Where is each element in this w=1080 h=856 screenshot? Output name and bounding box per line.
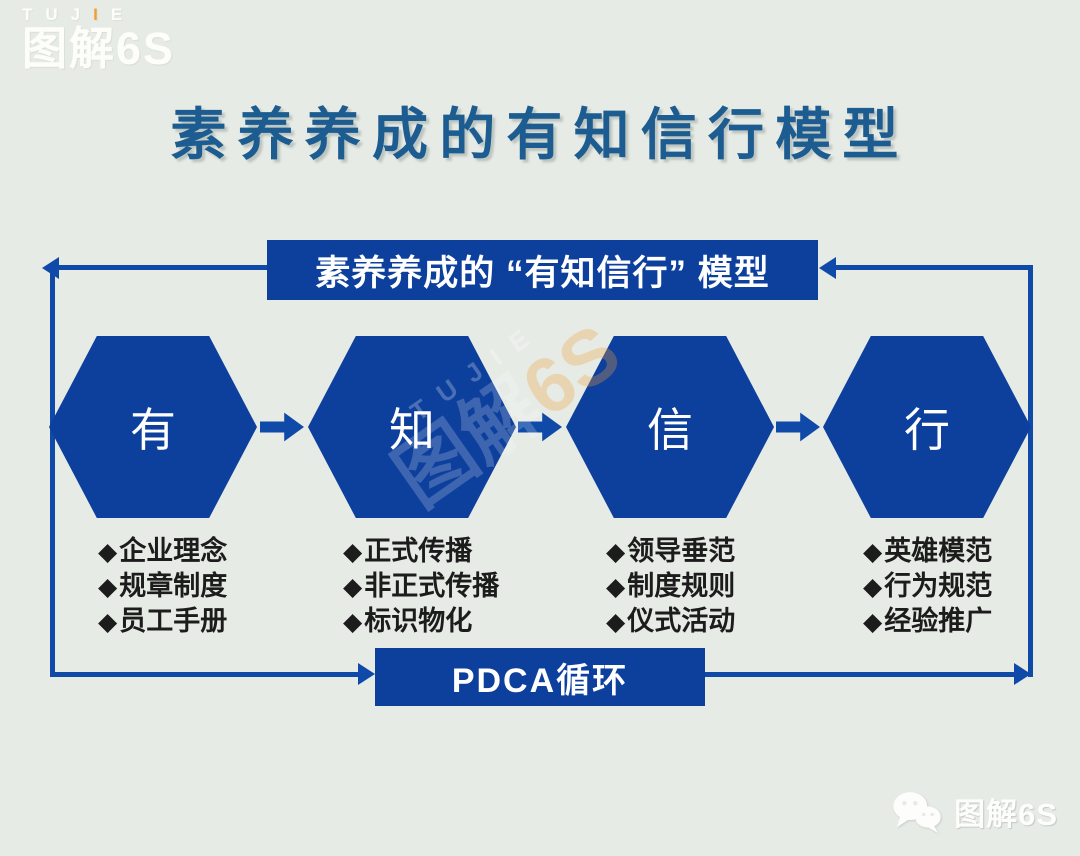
footer-brand-label: 图解6S bbox=[954, 797, 1058, 832]
arrowhead-corner-right-icon bbox=[1014, 663, 1031, 685]
list-item: ◆英雄模范 bbox=[863, 534, 992, 569]
diamond-bullet-icon: ◆ bbox=[606, 538, 626, 566]
diamond-bullet-icon: ◆ bbox=[606, 573, 626, 601]
list-item: ◆制度规则 bbox=[606, 569, 735, 604]
list-item: ◆行为规范 bbox=[863, 569, 992, 604]
tujie-logo: TUJIE 图解6S bbox=[22, 6, 175, 71]
list-item: ◆领导垂范 bbox=[606, 534, 735, 569]
flow-arrow-icon bbox=[260, 412, 304, 442]
diamond-bullet-icon: ◆ bbox=[98, 538, 118, 566]
arrowhead-into-pdca-icon bbox=[358, 663, 375, 685]
logo-letter: E bbox=[110, 5, 136, 24]
list-item: ◆标识物化 bbox=[343, 604, 499, 639]
diamond-bullet-icon: ◆ bbox=[343, 608, 363, 636]
diamond-bullet-icon: ◆ bbox=[863, 608, 883, 636]
diamond-bullet-icon: ◆ bbox=[343, 573, 363, 601]
pdca-bar: PDCA循环 bbox=[375, 648, 705, 706]
logo-tagline: TUJIE bbox=[22, 6, 175, 23]
loop-line-top-right bbox=[836, 265, 1028, 270]
diamond-bullet-icon: ◆ bbox=[98, 573, 118, 601]
loop-line-bottom-left bbox=[50, 672, 358, 677]
loop-line-top-left bbox=[58, 265, 267, 270]
list-item-label: 经验推广 bbox=[884, 606, 993, 636]
arrowhead-into-header-icon bbox=[819, 257, 836, 279]
stage-item-list: ◆企业理念 ◆规章制度 ◆员工手册 bbox=[98, 534, 227, 639]
hexagon-stage-xing: 行 bbox=[823, 336, 1031, 518]
list-item-label: 标识物化 bbox=[364, 606, 473, 636]
flow-arrow-icon bbox=[518, 412, 562, 442]
flow-arrow-icon bbox=[776, 412, 820, 442]
diamond-bullet-icon: ◆ bbox=[606, 608, 626, 636]
stage-label: 有 bbox=[130, 404, 176, 456]
loop-line-left-vertical bbox=[50, 265, 55, 677]
list-item: ◆员工手册 bbox=[98, 604, 227, 639]
loop-line-right-vertical bbox=[1028, 265, 1033, 677]
stage-label: 知 bbox=[389, 404, 435, 456]
page-title: 素养养成的有知信行模型 bbox=[170, 103, 910, 166]
hexagon-stage-zhi: 知 bbox=[308, 336, 516, 518]
list-item: ◆企业理念 bbox=[98, 534, 227, 569]
stage-label: 行 bbox=[904, 404, 950, 456]
diamond-bullet-icon: ◆ bbox=[863, 538, 883, 566]
logo-letter: T bbox=[22, 5, 46, 24]
stage-item-list: ◆正式传播 ◆非正式传播 ◆标识物化 bbox=[343, 534, 499, 639]
list-item-label: 非正式传播 bbox=[364, 571, 500, 601]
list-item-label: 员工手册 bbox=[119, 606, 228, 636]
list-item-label: 领导垂范 bbox=[627, 536, 736, 566]
list-item-label: 行为规范 bbox=[884, 571, 993, 601]
loop-line-bottom-right bbox=[705, 672, 1014, 677]
hexagon-stage-xin: 信 bbox=[566, 336, 774, 518]
stage-label: 信 bbox=[647, 404, 693, 456]
stage-item-list: ◆英雄模范 ◆行为规范 ◆经验推广 bbox=[863, 534, 992, 639]
logo-name: 图解6S bbox=[22, 23, 176, 74]
list-item-label: 仪式活动 bbox=[627, 606, 736, 636]
wechat-icon bbox=[893, 791, 941, 833]
logo-letter: U bbox=[45, 5, 71, 24]
list-item: ◆规章制度 bbox=[98, 569, 227, 604]
stage-item-list: ◆领导垂范 ◆制度规则 ◆仪式活动 bbox=[606, 534, 735, 639]
list-item-label: 企业理念 bbox=[119, 536, 228, 566]
model-header-bar: 素养养成的 “有知信行” 模型 bbox=[267, 240, 818, 300]
diamond-bullet-icon: ◆ bbox=[98, 608, 118, 636]
list-item: ◆经验推广 bbox=[863, 604, 992, 639]
list-item: ◆非正式传播 bbox=[343, 569, 499, 604]
list-item-label: 规章制度 bbox=[119, 571, 228, 601]
list-item-label: 英雄模范 bbox=[884, 536, 993, 566]
diamond-bullet-icon: ◆ bbox=[343, 538, 363, 566]
list-item: ◆仪式活动 bbox=[606, 604, 735, 639]
diamond-bullet-icon: ◆ bbox=[863, 573, 883, 601]
hexagon-stage-you: 有 bbox=[49, 336, 257, 518]
logo-letter-accent: I bbox=[93, 5, 111, 24]
list-item-label: 制度规则 bbox=[627, 571, 736, 601]
list-item-label: 正式传播 bbox=[364, 536, 473, 566]
footer-brand: 图解6S bbox=[890, 789, 1058, 834]
logo-letter: J bbox=[70, 5, 94, 24]
list-item: ◆正式传播 bbox=[343, 534, 499, 569]
